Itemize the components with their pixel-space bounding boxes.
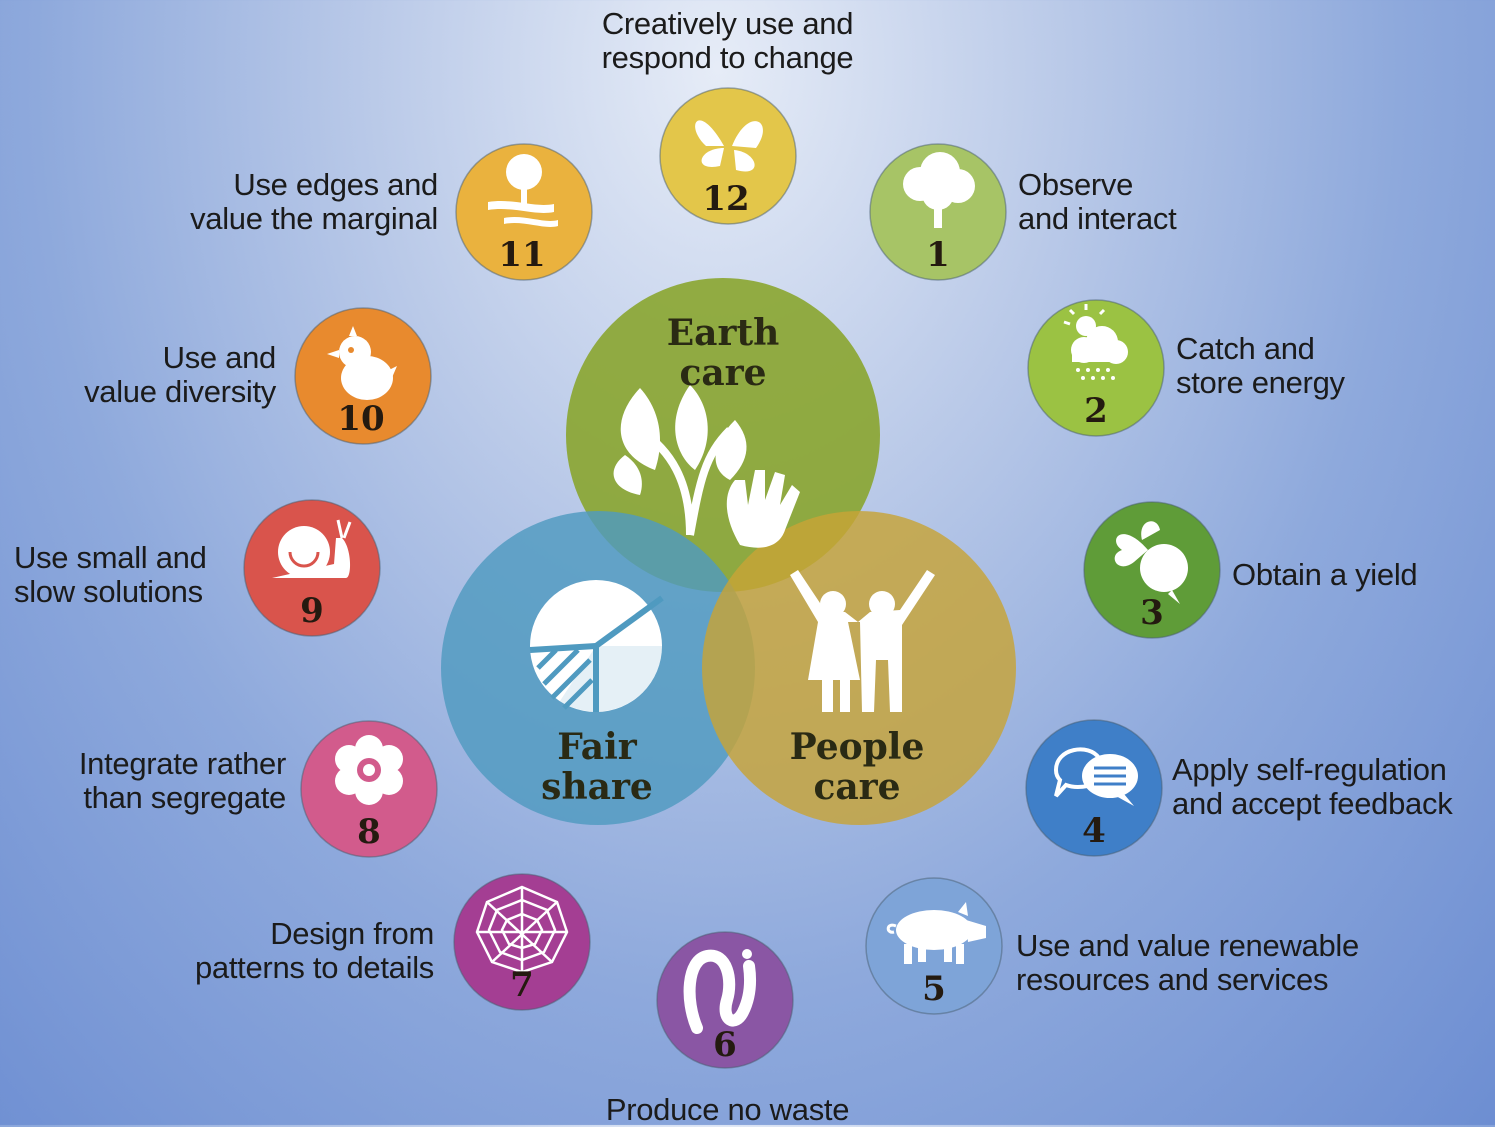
principle-number-9: 9 xyxy=(300,591,324,631)
principle-number-1: 1 xyxy=(926,235,950,275)
people-care-circle xyxy=(702,511,1016,825)
plant-hand-icon xyxy=(613,385,800,548)
principle-number-8: 8 xyxy=(357,812,381,852)
speech-bubbles-icon xyxy=(1053,747,1138,806)
principle-number-2: 2 xyxy=(1084,391,1108,431)
principle-label-6: Produce no waste xyxy=(605,1092,850,1127)
butterfly-icon xyxy=(695,120,763,172)
principle-circle-7: 7 xyxy=(453,873,591,1011)
principle-circle-8: 8 xyxy=(300,720,438,858)
people-care-title: People care xyxy=(789,726,925,808)
spider-web-icon xyxy=(475,885,569,974)
river-tree-icon xyxy=(488,154,558,227)
snail-icon xyxy=(272,519,352,578)
principle-circle-6: 6 xyxy=(656,931,794,1069)
principle-number-7: 7 xyxy=(510,965,534,1005)
principle-circle-1: 1 xyxy=(869,143,1007,281)
principle-number-4: 4 xyxy=(1082,811,1106,851)
radish-icon xyxy=(1114,521,1188,604)
sun-cloud-rain-icon xyxy=(1063,304,1128,380)
chick-icon xyxy=(327,326,397,400)
principle-number-10: 10 xyxy=(337,399,384,439)
principle-circle-3: 3 xyxy=(1083,501,1221,639)
principle-label-3: Obtain a yield xyxy=(1232,557,1418,592)
earth-care-title: Earth care xyxy=(666,312,780,394)
principle-number-6: 6 xyxy=(713,1025,737,1065)
principle-circle-2: 2 xyxy=(1027,299,1165,437)
pig-icon xyxy=(886,902,986,964)
principle-circle-5: 5 xyxy=(865,877,1003,1015)
principle-circle-9: 9 xyxy=(243,499,381,637)
principle-circle-4: 4 xyxy=(1025,719,1163,857)
principle-number-5: 5 xyxy=(922,969,946,1009)
principle-number-12: 12 xyxy=(702,179,749,219)
fair-share-title: Fair share xyxy=(541,726,653,808)
flower-icon xyxy=(335,735,403,805)
principle-number-11: 11 xyxy=(498,235,545,275)
worm-icon xyxy=(683,949,757,1034)
principle-circle-10: 10 xyxy=(294,307,432,445)
principle-circle-11: 11 xyxy=(455,143,593,281)
pie-chart-icon xyxy=(529,580,664,712)
principle-circle-12: 12 xyxy=(659,87,797,225)
two-people-icon xyxy=(790,570,935,712)
principle-number-3: 3 xyxy=(1140,593,1164,633)
tree-icon xyxy=(903,152,975,228)
